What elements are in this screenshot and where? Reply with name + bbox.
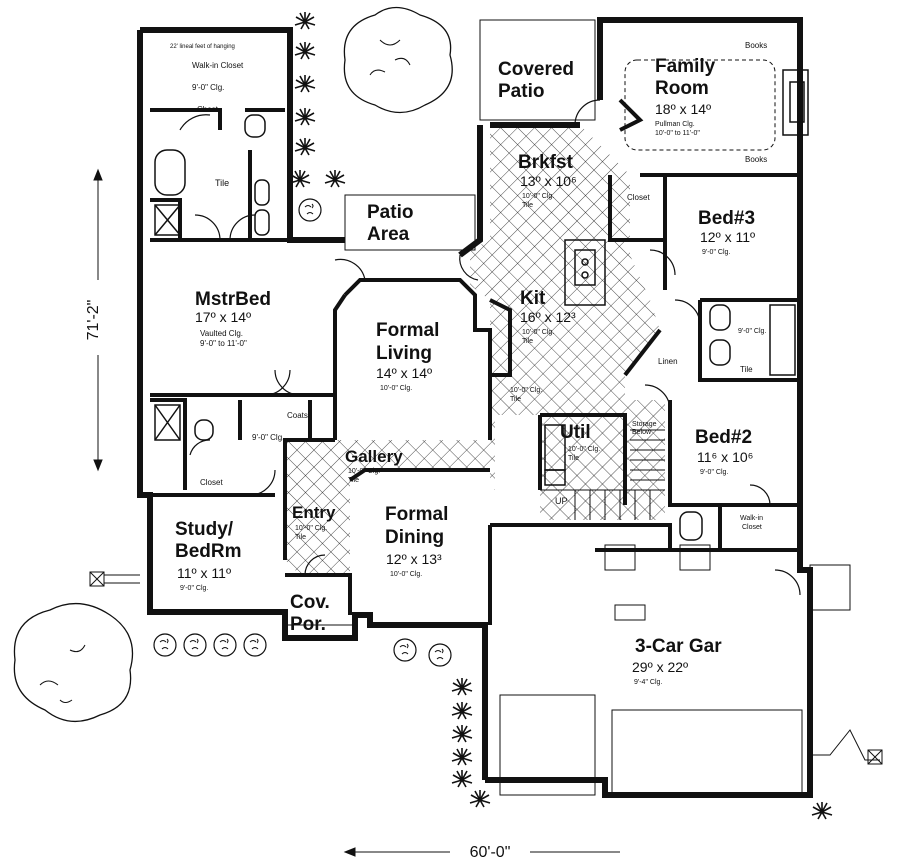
chest-label: Chest — [197, 105, 219, 114]
formal-living-label-2: Living — [376, 343, 432, 364]
study-size: 11º x 11º — [177, 565, 231, 581]
family-room-label-1: Family — [655, 56, 716, 77]
brkfst-size: 13º x 10⁶ — [520, 173, 577, 189]
interior-walls — [150, 98, 800, 625]
garage-label: 3-Car Gar — [635, 636, 722, 657]
gallery-clg: 10'-0" Clg. — [348, 468, 380, 475]
stairs-up-label: UP — [555, 496, 568, 506]
coats-label: Coats — [287, 411, 308, 420]
garage-details — [89, 19, 883, 796]
bed2-clg: 9'-0" Clg. — [700, 469, 728, 476]
closet-hanging-note: 22' lineal feet of hanging — [170, 44, 235, 50]
bed3-label: Bed#3 — [698, 208, 755, 229]
covered-patio-label-1: Covered — [498, 59, 574, 80]
study-label-1: Study/ — [175, 519, 234, 540]
kit-tile: Tile — [522, 338, 533, 345]
entry-tile: Tile — [295, 534, 306, 541]
fixtures — [154, 59, 809, 541]
formal-dining-label-1: Formal — [385, 504, 448, 525]
walkin-closet-clg: 9'-0" Clg. — [192, 83, 224, 92]
entry-label: Entry — [292, 503, 336, 522]
mstr-bed-size: 17º x 14º — [195, 309, 251, 325]
overall-depth-dimension: 71'-2" — [85, 300, 102, 341]
garage-size: 29º x 22º — [632, 659, 688, 675]
hall-kit-tile: Tile — [510, 396, 521, 403]
door-swings — [179, 99, 801, 596]
bed2-walkin-closet-1: Walk-in — [740, 515, 763, 522]
dimension-lines — [93, 168, 620, 857]
cov-por-label-1: Cov. — [290, 592, 330, 613]
brkfst-label: Brkfst — [518, 152, 574, 173]
mstr-bed-clg1: Vaulted Clg. — [200, 329, 243, 338]
patio-area-label-1: Patio — [367, 202, 413, 223]
hall-kit-clg: 10'-0" Clg. — [510, 387, 542, 394]
brkfst-tile: Tile — [522, 202, 533, 209]
gallery-label: Gallery — [345, 447, 403, 466]
overall-width-dimension: 60'-0" — [470, 844, 511, 861]
patio-area-label-2: Area — [367, 224, 410, 245]
formal-living-label-1: Formal — [376, 320, 439, 341]
util-label: Util — [560, 422, 591, 443]
study-clg: 9'-0" Clg. — [180, 585, 208, 592]
bath2-clg: 9'-0" Clg. — [738, 328, 766, 335]
kit-label: Kit — [520, 288, 546, 309]
family-room-size: 18º x 14º — [655, 101, 711, 117]
formal-dining-label-2: Dining — [385, 527, 444, 548]
bed3-clg: 9'-0" Clg. — [702, 249, 730, 256]
kit-clg: 10'-0" Clg. — [522, 329, 554, 336]
garage-clg: 9'-4" Clg. — [634, 679, 662, 686]
cov-por-label-2: Por. — [290, 614, 326, 635]
study-label-2: BedRm — [175, 541, 242, 562]
study-closet-label: Closet — [200, 478, 223, 487]
family-room-label-2: Room — [655, 78, 709, 99]
storage-label-2: Below — [632, 429, 652, 436]
formal-living-clg: 10'-0" Clg. — [380, 385, 412, 392]
formal-dining-size: 12º x 13³ — [386, 551, 442, 567]
books-label-1: Books — [745, 41, 767, 50]
bed2-walkin-closet-2: Closet — [742, 524, 762, 531]
brkfst-clg: 10'-0" Clg. — [522, 193, 554, 200]
bed2-size: 11⁶ x 10⁶ — [697, 449, 753, 465]
util-tile: Tile — [568, 455, 579, 462]
formal-living-size: 14º x 14º — [376, 365, 432, 381]
family-room-clg2: 10'-0" to 11'-0" — [655, 130, 700, 137]
bed3-size: 12º x 11º — [700, 229, 755, 245]
stairs — [540, 429, 665, 520]
gallery-tile: Tile — [348, 477, 359, 484]
mstr-bed-label: MstrBed — [195, 289, 271, 310]
bed2-label: Bed#2 — [695, 427, 752, 448]
mstr-bed-clg2: 9'-0" to 11'-0" — [200, 339, 247, 348]
hall-clg: 9'-0" Clg. — [252, 433, 284, 442]
landscaping — [13, 6, 833, 820]
bed3-closet-label: Closet — [627, 193, 650, 202]
books-label-2: Books — [745, 155, 767, 164]
linen-label: Linen — [658, 357, 678, 366]
formal-dining-clg: 10'-0" Clg. — [390, 571, 422, 578]
family-room-clg1: Pullman Clg. — [655, 121, 695, 128]
master-bath-tile-label: Tile — [215, 178, 229, 188]
walkin-closet-label: Walk-in Closet — [192, 61, 244, 70]
covered-patio-label-2: Patio — [498, 81, 544, 102]
bath2-tile: Tile — [740, 365, 753, 374]
kit-size: 16º x 12³ — [520, 309, 576, 325]
util-clg: 10'-0" Clg. — [568, 446, 600, 453]
entry-clg: 10'-0" Clg. — [295, 525, 327, 532]
exterior-walls — [137, 17, 813, 798]
storage-label-1: Storage — [632, 421, 657, 428]
